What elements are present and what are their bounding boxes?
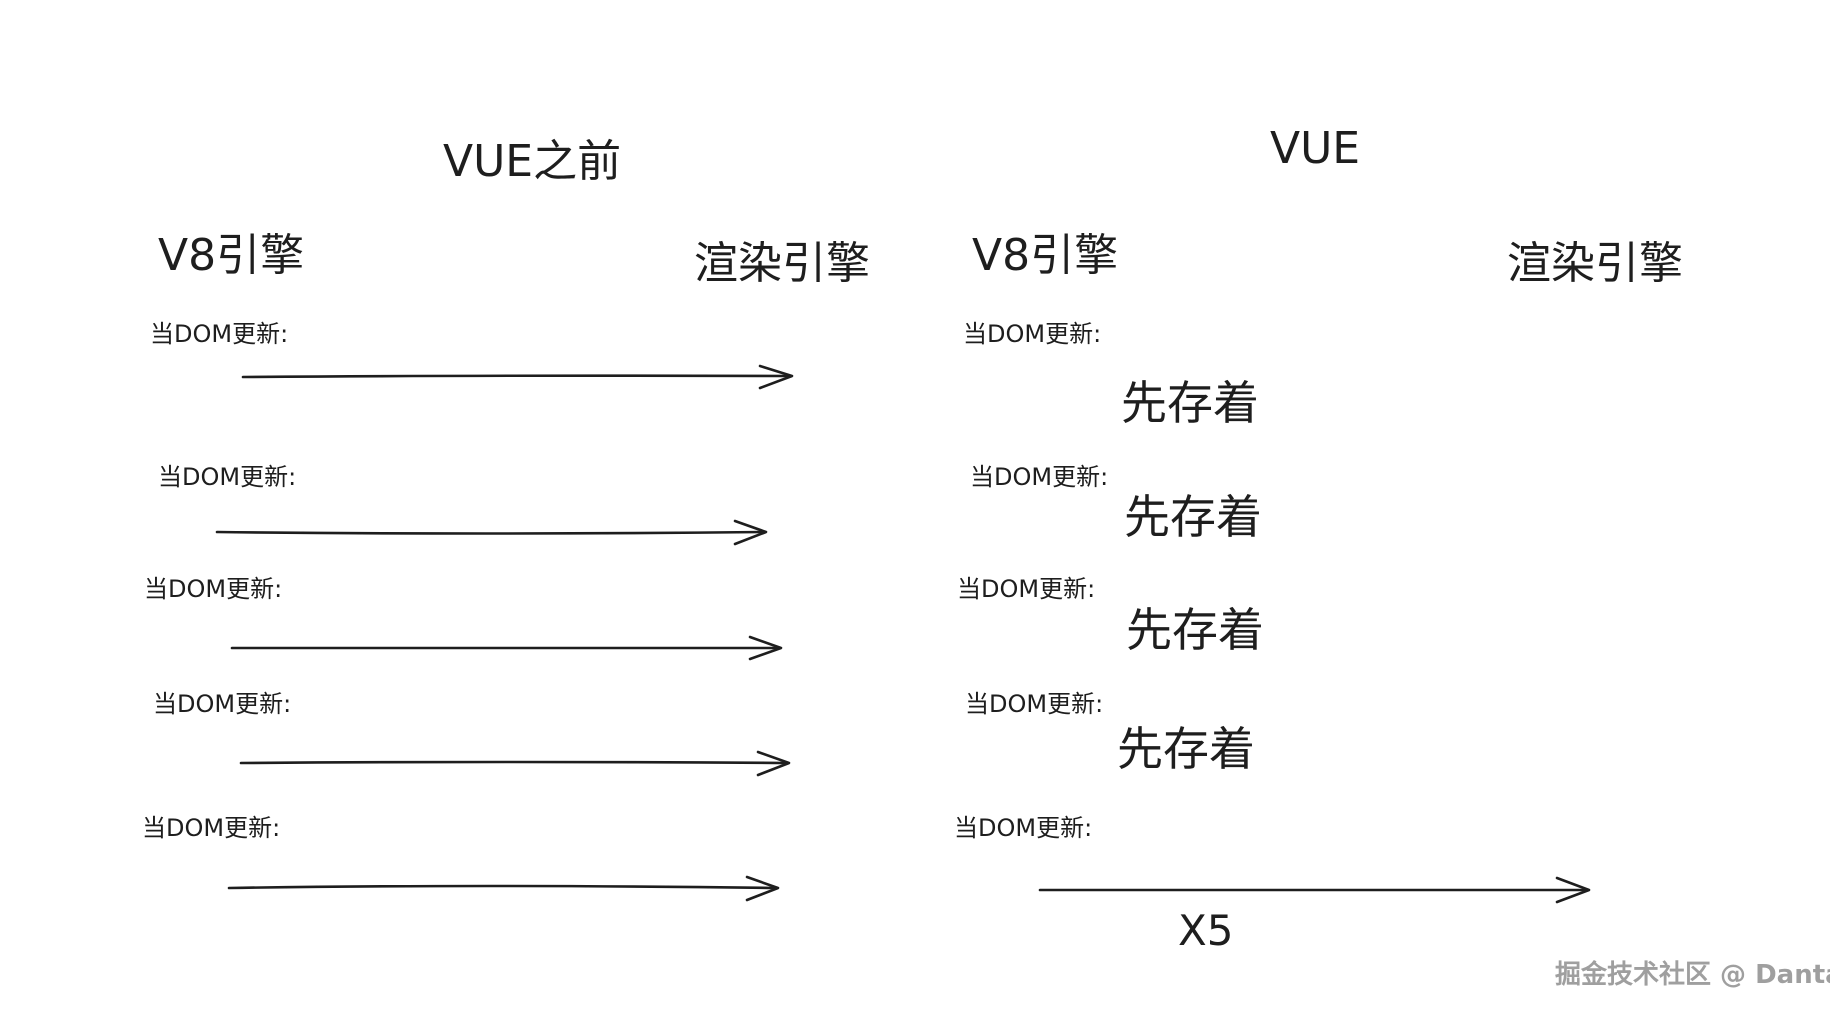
- left-dom-update-label-3: 当DOM更新:: [144, 575, 283, 603]
- left-arrow-5: [227, 875, 780, 902]
- right-dom-update-label-3: 当DOM更新:: [957, 575, 1096, 603]
- right-dom-update-label-1: 当DOM更新:: [963, 320, 1102, 348]
- right-batch-arrow: [1038, 876, 1591, 904]
- left-dom-update-label-1: 当DOM更新:: [150, 320, 289, 348]
- left-source-engine: V8引擎: [158, 230, 305, 281]
- left-dom-update-label-4: 当DOM更新:: [153, 690, 292, 718]
- left-dom-update-label-2: 当DOM更新:: [158, 463, 297, 491]
- right-store-label-2: 先存着: [1124, 490, 1262, 544]
- left-dom-update-label-5: 当DOM更新:: [142, 814, 281, 842]
- right-store-label-1: 先存着: [1121, 376, 1259, 430]
- left-target-engine: 渲染引擎: [694, 238, 870, 289]
- left-arrow-3: [230, 635, 783, 661]
- watermark: 掘金技术社区 @ Danta: [1555, 960, 1830, 990]
- right-dom-update-label-4: 当DOM更新:: [965, 690, 1104, 718]
- left-arrow-1: [241, 364, 794, 390]
- right-target-engine: 渲染引擎: [1507, 238, 1683, 289]
- right-dom-update-label-2: 当DOM更新:: [970, 463, 1109, 491]
- right-source-engine: V8引擎: [972, 230, 1119, 281]
- left-title: VUE之前: [443, 136, 622, 187]
- right-store-label-4: 先存着: [1117, 722, 1255, 776]
- right-store-label-3: 先存着: [1126, 603, 1264, 657]
- batch-count-label: X5: [1178, 906, 1234, 955]
- left-arrow-4: [239, 750, 791, 777]
- right-title: VUE: [1270, 123, 1361, 174]
- left-arrow-2: [215, 519, 768, 546]
- right-dom-update-label-5: 当DOM更新:: [954, 814, 1093, 842]
